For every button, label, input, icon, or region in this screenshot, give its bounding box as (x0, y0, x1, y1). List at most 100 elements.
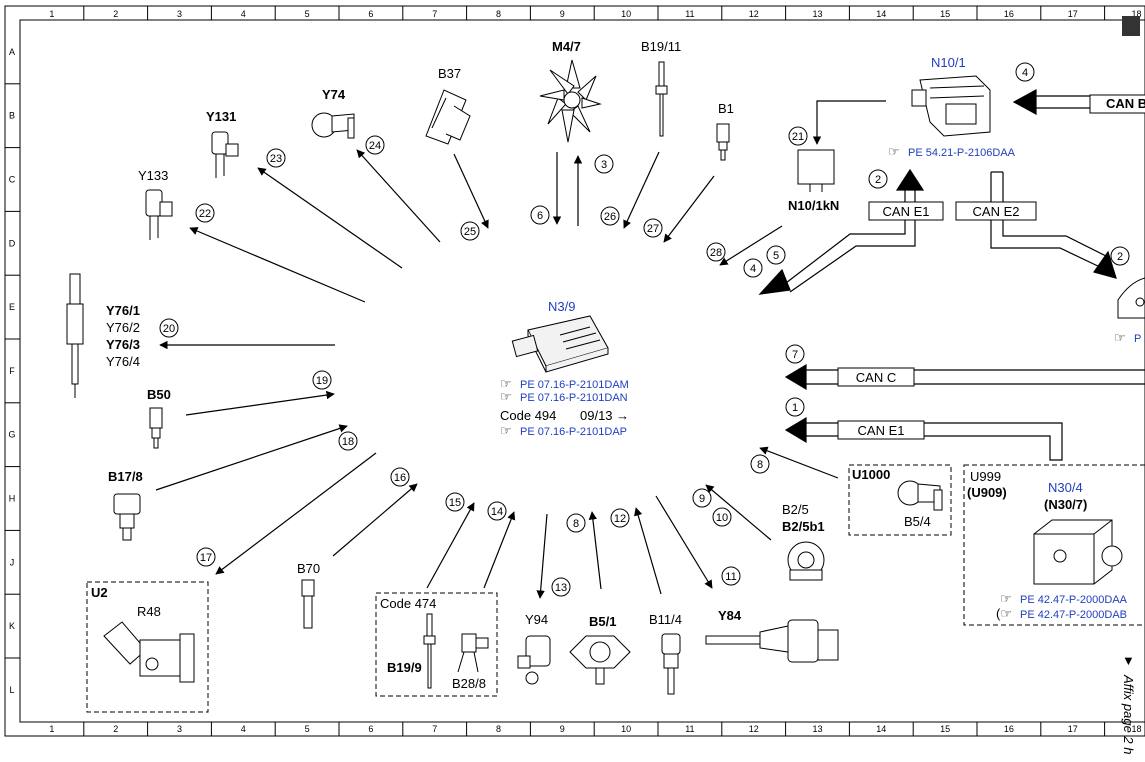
svg-text:☞: ☞ (888, 144, 900, 159)
group-code-474[interactable]: Code 474 B19/9 B28/8 (375, 592, 498, 697)
col-tick-bottom: 2 (113, 724, 118, 734)
component-y94[interactable]: Y94 (517, 612, 551, 685)
component-b37[interactable]: B37 (425, 66, 471, 145)
y131-label: Y131 (206, 109, 236, 124)
row-tick: A (9, 47, 15, 57)
can-c-label: CAN C (856, 370, 896, 385)
callout-15: 15 (445, 492, 465, 512)
col-tick-top: 17 (1068, 9, 1078, 19)
n30-4-label: N30/4 (1048, 480, 1083, 495)
sensor-b28-8-icon (457, 633, 489, 673)
callout-5: 5 (766, 245, 786, 265)
cluster-ref[interactable]: P (1134, 333, 1141, 345)
row-tick: K (9, 621, 15, 631)
component-y84[interactable]: Y84 (705, 608, 839, 663)
col-tick-top: 2 (113, 9, 118, 19)
svg-text:10: 10 (716, 512, 728, 524)
col-tick-bottom: 17 (1068, 724, 1078, 734)
sensor-b50-icon (149, 407, 163, 449)
callout-7: 7 (785, 344, 805, 364)
component-y74[interactable]: Y74 (311, 87, 355, 139)
col-tick-top: 8 (496, 9, 501, 19)
svg-text:2: 2 (1117, 251, 1123, 263)
row-tick: J (10, 557, 15, 567)
component-n10-1[interactable]: N10/1 ☞ PE 54.21-P-2106DAA (888, 55, 1016, 159)
code-494-date: 09/13 → (580, 408, 629, 423)
ecu-icon (511, 315, 609, 373)
component-y133[interactable]: Y133 (138, 168, 173, 240)
u1000-label: U1000 (852, 467, 890, 482)
y94-label: Y94 (525, 612, 548, 627)
svg-text:28: 28 (710, 247, 722, 259)
component-y131[interactable]: Y131 (206, 109, 239, 178)
svg-text:3: 3 (601, 159, 607, 171)
n10-1-ref[interactable]: PE 54.21-P-2106DAA (908, 147, 1016, 159)
col-tick-bottom: 10 (621, 724, 631, 734)
col-tick-bottom: 12 (749, 724, 759, 734)
callout-20: 20 (159, 318, 179, 338)
component-n10-1kn[interactable]: N10/1kN (788, 149, 839, 213)
col-tick-bottom: 3 (177, 724, 182, 734)
svg-text:11: 11 (725, 571, 736, 583)
callout-13: 13 (551, 577, 571, 597)
component-m4-7[interactable]: M4/7 (539, 39, 602, 143)
b1-label: B1 (718, 101, 734, 116)
component-b19-11[interactable]: B19/11 (641, 39, 681, 137)
row-tick: G (8, 430, 15, 440)
esp-unit-icon (1033, 519, 1123, 585)
group-u1000[interactable]: U1000 B5/4 (848, 464, 952, 536)
col-tick-bottom: 4 (241, 724, 246, 734)
callout-18: 18 (338, 431, 358, 451)
corner-tab-icon (1122, 16, 1140, 36)
row-tick: H (9, 494, 16, 504)
col-tick-bottom: 8 (496, 724, 501, 734)
callout-11: 11 (721, 566, 741, 586)
instrument-cluster-icon (1117, 277, 1145, 319)
svg-text:6: 6 (537, 210, 543, 222)
callout-21: 21 (788, 126, 808, 146)
can-e1-top-label: CAN E1 (883, 204, 930, 219)
callout-10: 10 (712, 507, 732, 527)
svg-text:8: 8 (757, 459, 763, 471)
center-ref-2[interactable]: PE 07.16-P-2101DAN (520, 392, 628, 404)
component-b70[interactable]: B70 (297, 561, 320, 629)
component-y76[interactable]: Y76/1 Y76/2 Y76/3 Y76/4 (66, 273, 140, 398)
col-tick-top: 12 (749, 9, 759, 19)
center-ref-1[interactable]: PE 07.16-P-2101DAM (520, 379, 629, 391)
b11-4-label: B11/4 (649, 612, 682, 627)
relay-icon (797, 149, 835, 192)
center-module[interactable]: N3/9 ☞ PE 07.16-P-2101DAM ☞ PE 07.16-P-2… (500, 299, 629, 438)
can-e2-label: CAN E2 (973, 204, 1020, 219)
col-tick-top: 9 (560, 9, 565, 19)
svg-text:24: 24 (369, 140, 381, 152)
code-494-label: Code 494 (500, 408, 556, 423)
y76-3-label: Y76/3 (106, 337, 140, 352)
group-u2[interactable]: U2 R48 (86, 581, 209, 713)
svg-text:27: 27 (647, 223, 659, 235)
injector-icon (66, 273, 84, 398)
component-b1[interactable]: B1 (716, 101, 734, 161)
group-u999[interactable]: U999 (U909) N30/4 (N30/7) ☞ PE 42.47-P-2… (963, 464, 1145, 626)
svg-text:2: 2 (875, 174, 881, 186)
col-tick-top: 13 (812, 9, 822, 19)
n30-7-label: (N30/7) (1044, 497, 1087, 512)
y74-label: Y74 (322, 87, 346, 102)
callout-8b: 8 (566, 513, 586, 533)
component-b2-5[interactable]: B2/5 B2/5b1 (782, 502, 825, 581)
component-b50[interactable]: B50 (147, 387, 171, 449)
valve-y94-icon (517, 635, 551, 685)
col-tick-bottom: 16 (1004, 724, 1014, 734)
u999-label: U999 (970, 469, 1001, 484)
component-b5-1[interactable]: B5/1 (569, 614, 631, 685)
n30-ref-2[interactable]: PE 42.47-P-2000DAB (1020, 609, 1127, 621)
sensor-b1-icon (716, 123, 730, 161)
component-b17-8[interactable]: B17/8 (108, 469, 143, 541)
sensor-b11-4-icon (661, 633, 681, 695)
callout-17: 17 (196, 547, 216, 567)
code-474-label: Code 474 (380, 596, 436, 611)
col-tick-bottom: 1 (49, 724, 54, 734)
component-b11-4[interactable]: B11/4 (649, 612, 682, 695)
n30-ref-1[interactable]: PE 42.47-P-2000DAA (1020, 594, 1128, 606)
center-ref-3[interactable]: PE 07.16-P-2101DAP (520, 426, 627, 438)
